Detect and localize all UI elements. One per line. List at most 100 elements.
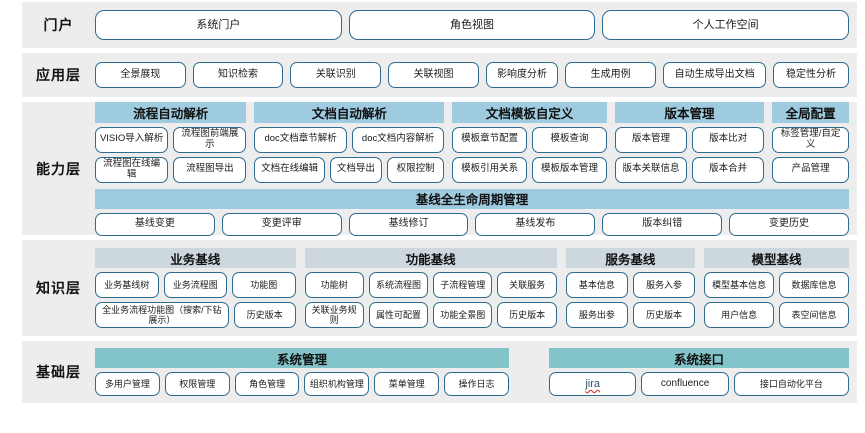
know-cell-related-service[interactable]: 关联服务 (497, 272, 557, 298)
base-groups: 系统管理 多用户管理 权限管理 角色管理 组织机构管理 菜单管理 操作日志 系统… (95, 348, 849, 396)
knowledge-group-title: 功能基线 (304, 248, 557, 268)
app-item-auto-export-doc[interactable]: 自动生成导出文档 (663, 62, 767, 88)
app-item-impact-analysis[interactable]: 影响度分析 (485, 62, 559, 88)
base-cell-confluence[interactable]: confluence (641, 372, 729, 396)
cap-cell-version-manage[interactable]: 版本管理 (614, 126, 688, 153)
app-item-relation-view[interactable]: 关联视图 (388, 62, 479, 88)
cap-cell-product-manage[interactable]: 产品管理 (772, 156, 849, 183)
base-row: jira confluence 接口自动化平台 (549, 372, 849, 396)
know-cell-subprocess-manage[interactable]: 子流程管理 (433, 272, 493, 298)
layer-body-knowledge: 业务基线 业务基线树 业务流程图 功能图 全业务流程功能图（搜索/下钻展示） 历… (95, 242, 857, 334)
cap-cell-version-compare[interactable]: 版本比对 (692, 126, 765, 153)
base-cell-operation-log[interactable]: 操作日志 (444, 372, 509, 396)
layer-label-capability: 能力层 (36, 160, 81, 177)
cap-cell-tag-manage-custom[interactable]: 标签管理/自定义 (772, 126, 849, 153)
layer-band-portal: 门户 系统门户 角色视图 个人工作空间 (22, 2, 857, 48)
know-cell-database-info[interactable]: 数据库信息 (779, 272, 849, 298)
base-cell-role-manage[interactable]: 角色管理 (234, 372, 300, 396)
cap-cell-template-chapter-config[interactable]: 模板章节配置 (452, 126, 528, 153)
app-item-relation-recognition[interactable]: 关联识别 (290, 62, 382, 88)
app-item-stability-analysis[interactable]: 稳定性分析 (773, 62, 849, 88)
app-item-panorama[interactable]: 全景展现 (95, 62, 186, 88)
portal-item-role-view[interactable]: 角色视图 (348, 10, 596, 40)
base-cell-interface-automation-platform[interactable]: 接口自动化平台 (733, 372, 849, 396)
know-cell-user-info[interactable]: 用户信息 (704, 302, 775, 328)
know-cell-business-baseline-tree[interactable]: 业务基线树 (95, 272, 159, 298)
know-cell-function-diagram[interactable]: 功能图 (232, 272, 296, 298)
portal-item-system-portal[interactable]: 系统门户 (95, 10, 342, 40)
base-cell-org-structure-manage[interactable]: 组织机构管理 (304, 372, 370, 396)
lifecycle-title: 基线全生命周期管理 (95, 188, 849, 209)
portal-item-personal-workspace[interactable]: 个人工作空间 (602, 10, 850, 40)
know-cell-history-version[interactable]: 历史版本 (497, 302, 557, 328)
know-cell-function-panorama[interactable]: 功能全景图 (433, 302, 493, 328)
know-cell-service-output-param[interactable]: 服务出参 (565, 302, 628, 328)
cap-cell-doc-online-edit[interactable]: 文档在线编辑 (254, 156, 325, 183)
capability-row: VISIO导入解析 流程图前端展示 (95, 126, 247, 153)
cap-cell-permission-control[interactable]: 权限控制 (386, 156, 445, 183)
cap-cell-visio-import-parse[interactable]: VISIO导入解析 (95, 126, 169, 153)
capability-group-doc-template: 文档模板自定义 模板章节配置 模板查询 模板引用关系 模板版本管理 (452, 101, 607, 183)
base-cell-jira[interactable]: jira (549, 372, 637, 396)
knowledge-row: 关联业务规则 属性可配置 功能全景图 历史版本 (304, 302, 557, 328)
cap-cell-flowchart-export[interactable]: 流程图导出 (173, 156, 247, 183)
capability-group-version-manage: 版本管理 版本管理 版本比对 版本关联信息 版本合并 (614, 101, 765, 183)
lifecycle-item-baseline-release[interactable]: 基线发布 (475, 212, 596, 236)
app-item-knowledge-search[interactable]: 知识检索 (192, 62, 284, 88)
know-cell-system-flowchart[interactable]: 系统流程图 (368, 272, 429, 298)
knowledge-group-title: 模型基线 (704, 248, 849, 268)
knowledge-row: 功能树 系统流程图 子流程管理 关联服务 (304, 272, 557, 298)
know-cell-full-business-flow-function-map[interactable]: 全业务流程功能图（搜索/下钻展示） (95, 302, 229, 328)
knowledge-row: 模型基本信息 数据库信息 (704, 272, 849, 298)
cap-cell-template-version-manage[interactable]: 模板版本管理 (532, 156, 607, 183)
base-group-title: 系统接口 (549, 348, 849, 368)
capability-groups: 流程自动解析 VISIO导入解析 流程图前端展示 流程图在线编辑 流程图导出 文… (95, 101, 849, 183)
layer-label-application: 应用层 (36, 67, 81, 83)
lifecycle-item-change-history[interactable]: 变更历史 (729, 212, 849, 236)
lifecycle-item-version-correction[interactable]: 版本纠错 (602, 212, 723, 236)
app-item-generate-usecase[interactable]: 生成用例 (565, 62, 657, 88)
know-cell-function-tree[interactable]: 功能树 (304, 272, 364, 298)
cap-cell-flowchart-frontend-display[interactable]: 流程图前端展示 (173, 126, 247, 153)
layer-band-knowledge: 知识层 业务基线 业务基线树 业务流程图 功能图 全业务流程功能图（搜索/下钻展… (22, 240, 857, 336)
base-group-system-interface: 系统接口 jira confluence 接口自动化平台 (549, 348, 849, 396)
layer-body-application: 全景展现 知识检索 关联识别 关联视图 影响度分析 生成用例 自动生成导出文档 … (95, 56, 857, 94)
base-group-title: 系统管理 (95, 348, 509, 368)
cap-cell-flowchart-online-edit[interactable]: 流程图在线编辑 (95, 156, 169, 183)
know-cell-tablespace-info[interactable]: 表空间信息 (779, 302, 849, 328)
know-cell-attribute-configurable[interactable]: 属性可配置 (368, 302, 429, 328)
capability-group-title: 文档自动解析 (254, 101, 445, 123)
base-cell-multi-user-manage[interactable]: 多用户管理 (95, 372, 160, 396)
base-cell-permission-manage[interactable]: 权限管理 (164, 372, 230, 396)
cap-cell-doc-export[interactable]: 文档导出 (329, 156, 382, 183)
capability-row: 文档在线编辑 文档导出 权限控制 (254, 156, 445, 183)
cap-cell-doc-content-parse[interactable]: doc文档内容解析 (351, 126, 445, 153)
capability-group-global-config: 全局配置 标签管理/自定义 产品管理 (772, 101, 849, 183)
knowledge-row: 业务基线树 业务流程图 功能图 (95, 272, 296, 298)
cap-cell-doc-chapter-parse[interactable]: doc文档章节解析 (254, 126, 347, 153)
layer-label-base: 基础层 (36, 364, 81, 380)
cap-cell-version-merge[interactable]: 版本合并 (692, 156, 765, 183)
base-row: 多用户管理 权限管理 角色管理 组织机构管理 菜单管理 操作日志 (95, 372, 509, 396)
cap-cell-template-reference-relation[interactable]: 模板引用关系 (452, 156, 528, 183)
cap-cell-template-query[interactable]: 模板查询 (532, 126, 607, 153)
capability-group-process-parse: 流程自动解析 VISIO导入解析 流程图前端展示 流程图在线编辑 流程图导出 (95, 101, 247, 183)
capability-row: doc文档章节解析 doc文档内容解析 (254, 126, 445, 153)
know-cell-business-flowchart[interactable]: 业务流程图 (163, 272, 227, 298)
know-cell-history-version[interactable]: 历史版本 (632, 302, 696, 328)
cap-cell-version-relation-info[interactable]: 版本关联信息 (614, 156, 688, 183)
lifecycle-item-baseline-change[interactable]: 基线变更 (95, 212, 215, 236)
know-cell-history-version[interactable]: 历史版本 (233, 302, 296, 328)
capability-row: 版本管理 版本比对 (614, 126, 765, 153)
lifecycle-item-baseline-revision[interactable]: 基线修订 (348, 212, 469, 236)
knowledge-group-service-baseline: 服务基线 基本信息 服务入参 服务出参 历史版本 (565, 248, 696, 328)
know-cell-basic-info[interactable]: 基本信息 (565, 272, 628, 298)
lifecycle-item-change-review[interactable]: 变更评审 (221, 212, 342, 236)
know-cell-service-input-param[interactable]: 服务入参 (632, 272, 696, 298)
know-cell-model-basic-info[interactable]: 模型基本信息 (704, 272, 775, 298)
capability-row: 产品管理 (772, 156, 849, 183)
lifecycle-row: 基线变更 变更评审 基线修订 基线发布 版本纠错 变更历史 (95, 212, 849, 236)
capability-group-title: 文档模板自定义 (452, 101, 607, 123)
base-cell-menu-manage[interactable]: 菜单管理 (374, 372, 440, 396)
know-cell-related-business-rule[interactable]: 关联业务规则 (304, 302, 364, 328)
